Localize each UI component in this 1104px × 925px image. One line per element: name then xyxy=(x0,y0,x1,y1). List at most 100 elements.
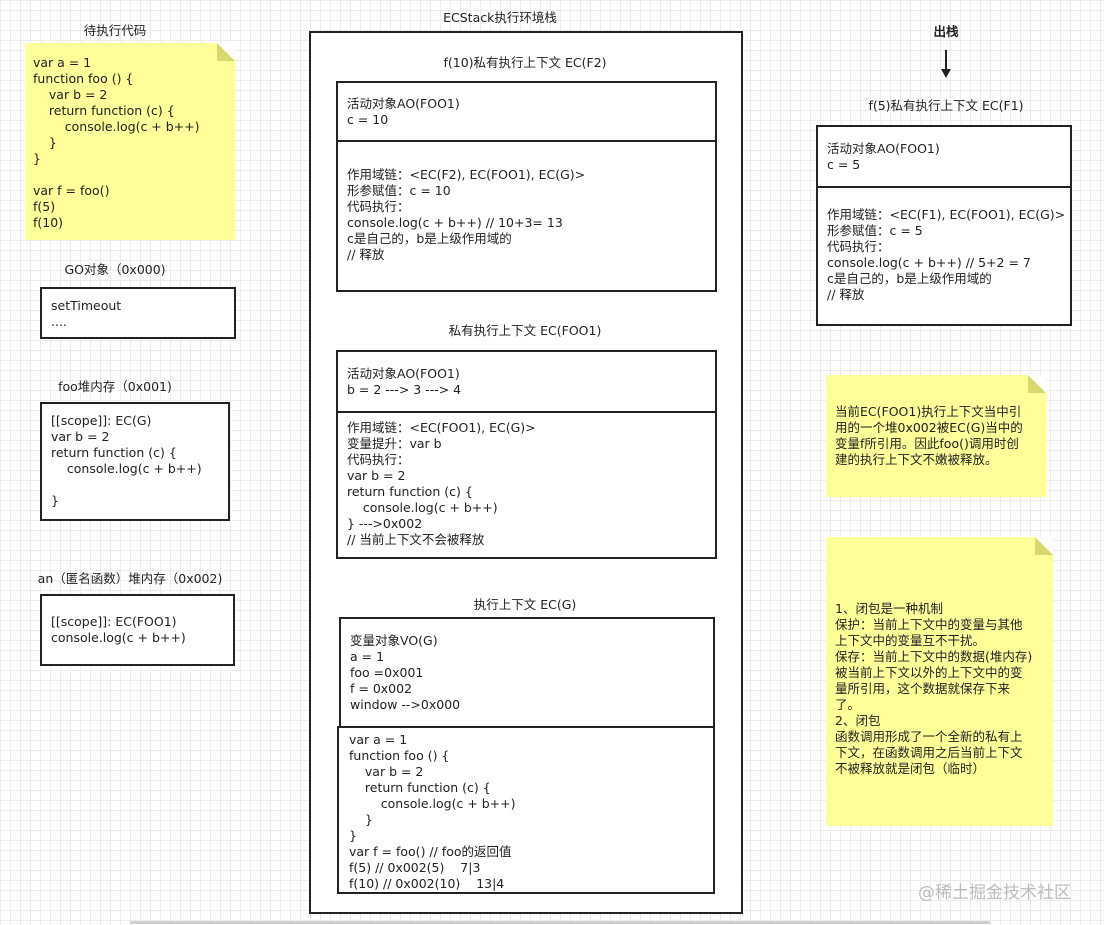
ec-f1-title: f(5)私有执行上下文 EC(F1) xyxy=(868,98,1024,113)
text-line: setTimeout xyxy=(51,298,122,313)
text-line: return function (c) { xyxy=(33,103,175,118)
an-heap-box: [[scope]]: EC(FOO1)console.log(c + b++) xyxy=(40,594,235,666)
text-line: 下文，在函数调用之后当前上下文 xyxy=(835,745,1023,760)
text-line: c是自己的，b是上级作用域的 xyxy=(827,271,992,286)
pop-label: 出栈 xyxy=(933,24,959,39)
text-line: var b = 2 xyxy=(347,468,406,483)
text-line: c是自己的，b是上级作用域的 xyxy=(347,231,512,246)
text-line: c = 5 xyxy=(827,157,861,172)
text-line: var f = foo() // foo的返回值 xyxy=(349,844,512,859)
text-line: a = 1 xyxy=(350,649,385,664)
text-line: .... xyxy=(51,314,67,329)
text-line: console.log(c + b++) // 5+2 = 7 xyxy=(827,255,1031,270)
text-line: 变量提升：var b xyxy=(347,436,442,451)
go-object-lines: setTimeout.... xyxy=(51,298,225,330)
text-line: foo =0x001 xyxy=(350,665,424,680)
text-line: 变量f所引用。因此foo()调用时创 xyxy=(835,436,1019,451)
text-line: return function (c) { xyxy=(349,780,491,795)
an-heap-lines: [[scope]]: EC(FOO1)console.log(c + b++) xyxy=(51,614,224,646)
text-line: 用的一个堆0x002被EC(G)当中的 xyxy=(835,420,1023,435)
go-object-title: GO对象（0x000) xyxy=(64,262,166,277)
watermark: @稀土掘金技术社区 xyxy=(918,883,1071,903)
text-line: 量所引用，这个数据就保存下来 xyxy=(835,681,1011,696)
text-line: var b = 2 xyxy=(349,764,424,779)
text-line: b = 2 ---> 3 ---> 4 xyxy=(347,382,462,397)
text-line: f(10) xyxy=(33,215,64,230)
ec-f1-ao-lines: 活动对象AO(FOO1)c = 5 xyxy=(827,141,940,173)
text-line: 代码执行： xyxy=(827,239,890,254)
text-line: console.log(c + b++) xyxy=(349,796,516,811)
foo1-retention-note: 当前EC(FOO1)执行上下文当中引用的一个堆0x002被EC(G)当中的变量f… xyxy=(826,375,1046,497)
text-line: 当前EC(FOO1)执行上下文当中引 xyxy=(835,404,1022,419)
foo1-retention-lines: 当前EC(FOO1)执行上下文当中引用的一个堆0x002被EC(G)当中的变量f… xyxy=(835,404,1037,468)
text-line: var f = foo() xyxy=(33,183,110,198)
text-line: f(10) // 0x002(10) 13|4 xyxy=(349,876,505,891)
text-line: [[scope]]: EC(G) xyxy=(51,413,152,428)
note-fold-corner xyxy=(1035,537,1053,555)
text-line: 代码执行： xyxy=(347,199,410,214)
text-line: // 当前上下文不会被释放 xyxy=(347,532,485,547)
text-line: 函数调用形成了一个全新的私有上 xyxy=(835,729,1023,744)
text-line: return function (c) { xyxy=(347,484,473,499)
text-line: 代码执行： xyxy=(347,452,410,467)
ec-global-title: 执行上下文 EC(G) xyxy=(473,597,577,612)
text-line: [[scope]]: EC(FOO1) xyxy=(51,614,177,629)
ec-f1-box: 活动对象AO(FOO1)c = 5 作用域链：<EC(F1), EC(FOO1)… xyxy=(816,125,1072,326)
text-line: return function (c) { xyxy=(51,445,177,460)
closure-lines: 1、闭包是一种机制保护：当前上下文中的变量与其他上下文中的变量互不干扰。保存：当… xyxy=(835,601,1044,777)
text-line: } xyxy=(33,151,41,166)
text-line: 作用域链：<EC(F2), EC(FOO1), EC(G)> xyxy=(347,167,586,182)
text-line: } xyxy=(51,493,59,508)
text-line: function foo () { xyxy=(349,748,450,763)
text-line: 活动对象AO(FOO1) xyxy=(347,96,460,111)
text-line: console.log(c + b++) xyxy=(33,119,200,134)
text-line: 活动对象AO(FOO1) xyxy=(827,141,940,156)
text-line: var a = 1 xyxy=(33,55,92,70)
text-line: 保护：当前上下文中的变量与其他 xyxy=(835,617,1023,632)
ec-foo1-divider xyxy=(338,411,715,413)
text-line: // 释放 xyxy=(827,287,865,302)
ec-foo1-box: 活动对象AO(FOO1)b = 2 ---> 3 ---> 4 作用域链：<EC… xyxy=(336,350,717,559)
ec-foo1-title: 私有执行上下文 EC(FOO1) xyxy=(448,323,602,338)
text-line: function foo () { xyxy=(33,71,134,86)
text-line: 形参赋值：c = 5 xyxy=(827,223,923,238)
text-line: f = 0x002 xyxy=(350,681,413,696)
ec-f2-box: 活动对象AO(FOO1)c = 10 作用域链：<EC(F2), EC(FOO1… xyxy=(336,81,717,292)
text-line: } xyxy=(33,135,57,150)
text-line: var b = 2 xyxy=(51,429,110,444)
go-object-box: setTimeout.... xyxy=(40,287,236,339)
text-line: 变量对象VO(G) xyxy=(350,633,438,648)
text-line: 被当前上下文以外的上下文中的变 xyxy=(835,665,1023,680)
text-line: 保存：当前上下文中的数据(堆内存) xyxy=(835,649,1033,664)
note-fold-corner xyxy=(1028,375,1046,393)
text-line: 2、闭包 xyxy=(835,713,881,728)
text-line: f(5) xyxy=(33,199,56,214)
text-line: } xyxy=(349,812,373,827)
text-line: 上下文中的变量互不干扰。 xyxy=(835,633,986,648)
pending-code-title: 待执行代码 xyxy=(83,23,147,38)
text-line: 1、闭包是一种机制 xyxy=(835,601,943,616)
text-line: console.log(c + b++) xyxy=(51,461,202,476)
text-line: console.log(c + b++) // 10+3= 13 xyxy=(347,215,563,230)
text-line: 作用域链：<EC(FOO1), EC(G)> xyxy=(347,420,536,435)
text-line: 不被释放就是闭包（临时） xyxy=(835,761,986,776)
horizontal-scrollbar[interactable] xyxy=(130,921,990,924)
text-line: var b = 2 xyxy=(33,87,108,102)
text-line: 作用域链：<EC(F1), EC(FOO1), EC(G)> xyxy=(827,207,1066,222)
text-line: console.log(c + b++) xyxy=(51,630,186,645)
ec-f1-divider xyxy=(818,186,1070,188)
text-line: // 释放 xyxy=(347,247,385,262)
text-line: c = 10 xyxy=(347,112,389,127)
ec-f2-ao-lines: 活动对象AO(FOO1)c = 10 xyxy=(347,96,460,128)
text-line: 活动对象AO(FOO1) xyxy=(347,366,460,381)
text-line: f(5) // 0x002(5) 7|3 xyxy=(349,860,481,875)
pop-arrow-line xyxy=(945,50,947,70)
